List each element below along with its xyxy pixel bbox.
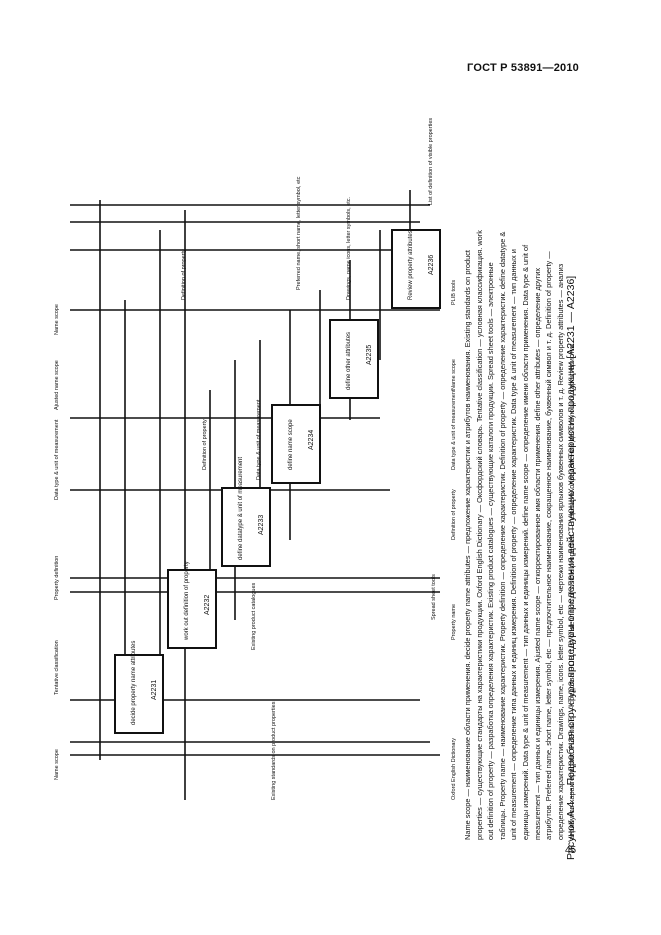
- input-label-data-type: Data type & unit of measurement: [451, 389, 457, 470]
- input-label-definition-of-property: Definition of property: [451, 489, 457, 540]
- page-number: 45: [565, 845, 577, 856]
- input-label-spread-sheet-tools: Spread sheet tools: [431, 574, 437, 620]
- box-a2233-code: A2233: [258, 515, 265, 535]
- control-label-definition-of-property: Definition of property: [181, 249, 187, 300]
- box-a2231-code: A2231: [151, 680, 158, 700]
- box-a2234-label: define name scope: [288, 419, 294, 470]
- input-label-existing-catalogues: Existing product catalogues: [251, 582, 257, 650]
- inner-label-data-type: Data type & unit of measurement: [256, 399, 262, 480]
- control-label-preferred-name: Preferred name, short name, letter symbo…: [296, 176, 302, 290]
- input-label-existing-standards: Existing standards on product properties: [271, 701, 277, 800]
- box-a2233: [221, 487, 271, 567]
- input-label-property-name: Property name: [451, 604, 457, 640]
- box-a2236-label: Review property attributes: [408, 230, 414, 300]
- mechanism-label-plib-tools: PLIB tools: [451, 280, 457, 305]
- inner-label-definition-of-property: Definition of property: [202, 419, 208, 470]
- box-a2235-label: define other attributes: [346, 332, 352, 390]
- input-label-name-scope: Name scope: [451, 359, 457, 390]
- legend-text: Name scope — наименование области примен…: [463, 230, 577, 840]
- control-label-data-type: Data type & unit of measurement: [54, 419, 60, 500]
- box-a2234: [271, 404, 321, 484]
- box-a2231-label: decide property name attributes: [131, 641, 137, 725]
- box-a2235-code: A2235: [366, 345, 373, 365]
- box-a2232-code: A2232: [204, 595, 211, 615]
- output-label-list-of-definition: List of definition of visible properties: [428, 118, 434, 205]
- box-a2234-code: A2234: [308, 430, 315, 450]
- figure-legend: Name scope — наименование области примен…: [462, 230, 578, 840]
- box-a2231: [114, 654, 164, 734]
- box-a2232-label: work out definition of property: [184, 561, 190, 641]
- box-a2236-code: A2236: [428, 255, 435, 275]
- inner-label-drawings: Drawings, name icons, letter symbols, et…: [346, 197, 352, 300]
- control-label-property-definition: Property definition: [54, 556, 60, 600]
- box-a2233-label: define datatype & unit of measurement: [238, 457, 244, 560]
- control-label-tentative-classification: Tentative classification: [54, 640, 60, 695]
- box-a2236: [391, 229, 441, 309]
- box-a2232: [167, 569, 217, 649]
- control-label-name-scope: Name scope: [54, 749, 60, 780]
- document-header: ГОСТ Р 53891—2010: [467, 62, 579, 74]
- control-label-ajusted-name-scope: Ajusted name scope: [54, 360, 60, 410]
- box-a2235: [329, 319, 379, 399]
- input-label-oxford: Oxford English Dictionary: [451, 738, 457, 800]
- control-label-name-scope-2: Name scope: [54, 304, 60, 335]
- figure-caption: Рисунок А.4 — Подробная структура процед…: [565, 275, 577, 860]
